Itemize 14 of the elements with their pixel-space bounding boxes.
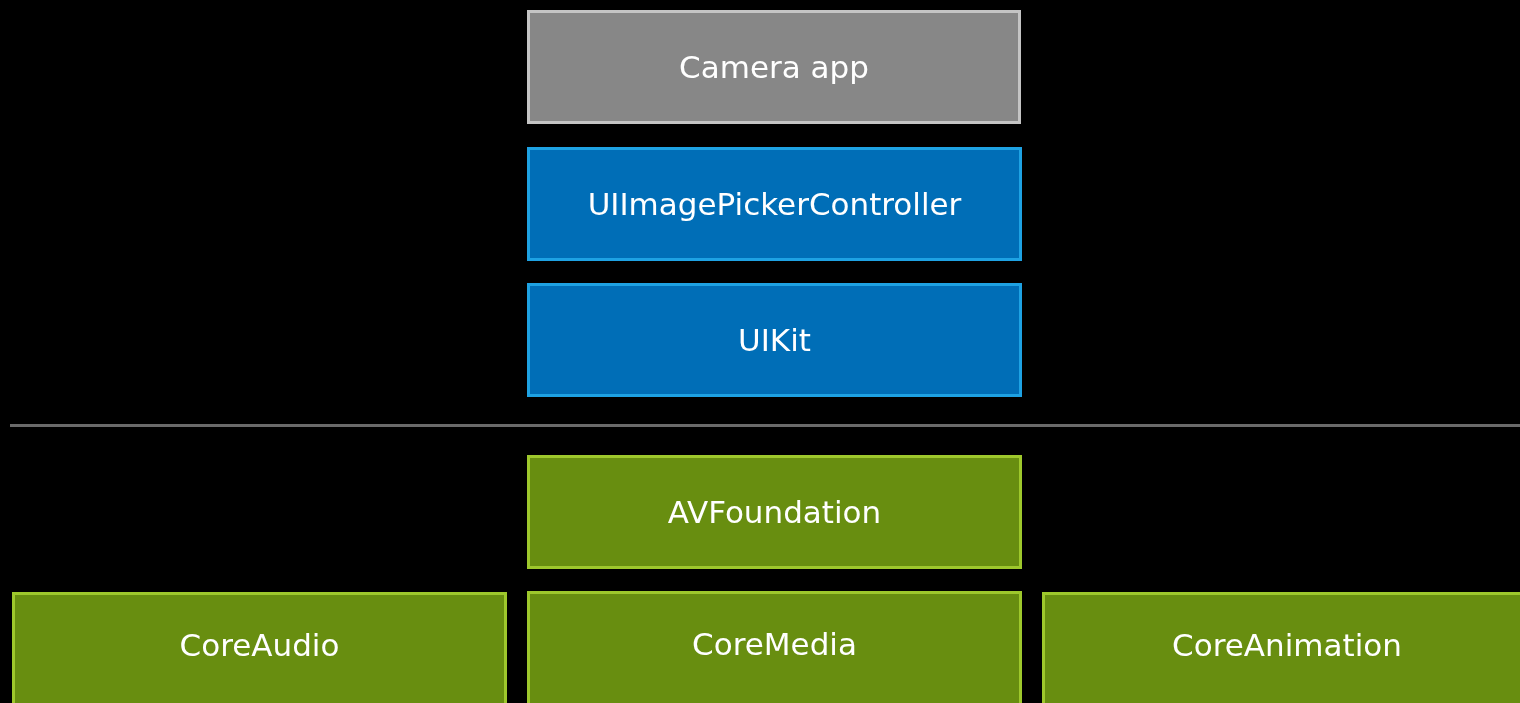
framework-box <box>12 592 507 703</box>
framework-box <box>527 591 1022 703</box>
framework-box <box>527 147 1022 261</box>
box-label: Camera app <box>679 49 869 85</box>
box-label: UIKit <box>738 322 811 358</box>
box-label: CoreMedia <box>692 626 857 662</box>
framework-box <box>1042 592 1520 703</box>
box-label: AVFoundation <box>667 494 882 530</box>
app-box <box>527 10 1021 124</box>
box-label: CoreAudio <box>179 627 340 663</box>
framework-box <box>527 283 1022 397</box>
box-label: UIImagePickerController <box>587 186 962 222</box>
box-label: CoreAnimation <box>1172 627 1402 663</box>
framework-box <box>527 455 1022 569</box>
